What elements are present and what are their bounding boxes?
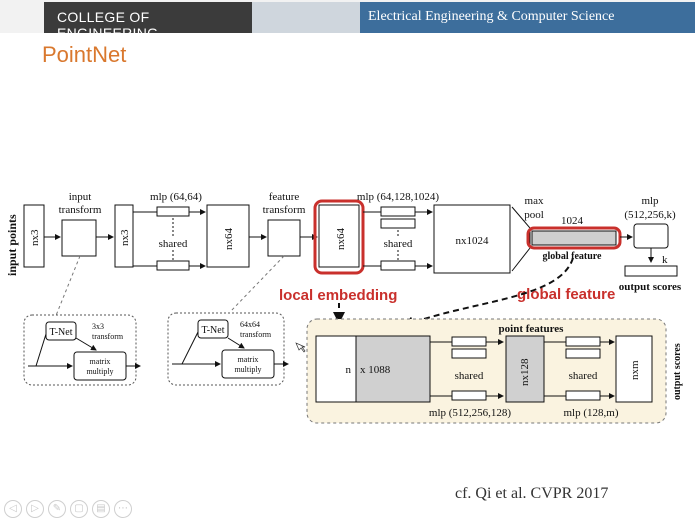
citation: cf. Qi et al. CVPR 2017 bbox=[455, 485, 609, 502]
svg-text:T-Net: T-Net bbox=[50, 327, 73, 338]
svg-text:shared: shared bbox=[569, 370, 598, 382]
department-name: Electrical Engineering & Computer Scienc… bbox=[368, 9, 615, 24]
next-slide-icon[interactable]: ▷ bbox=[26, 500, 44, 518]
svg-text:nx128: nx128 bbox=[519, 358, 531, 386]
svg-text:feature: feature bbox=[269, 191, 300, 203]
svg-text:point features: point features bbox=[499, 323, 565, 335]
svg-text:transform: transform bbox=[59, 204, 102, 216]
svg-text:mlp (64,64): mlp (64,64) bbox=[150, 191, 202, 203]
svg-text:transform: transform bbox=[92, 332, 124, 341]
cursor-icon bbox=[295, 342, 306, 353]
nx3-transformed-box bbox=[114, 204, 134, 268]
svg-text:matrix: matrix bbox=[238, 355, 259, 364]
svg-text:output scores: output scores bbox=[672, 343, 683, 400]
nx3-box bbox=[23, 204, 45, 268]
svg-text:transform: transform bbox=[240, 330, 272, 339]
svg-text:multiply: multiply bbox=[234, 365, 261, 374]
svg-text:nx1024: nx1024 bbox=[456, 235, 490, 247]
local-embedding-highlight bbox=[313, 199, 365, 275]
nx1024-box bbox=[433, 204, 511, 274]
svg-text:shared: shared bbox=[455, 370, 484, 382]
svg-text:(512,256,k): (512,256,k) bbox=[624, 209, 676, 221]
svg-text:nx3: nx3 bbox=[29, 229, 41, 246]
svg-text:1024: 1024 bbox=[561, 215, 584, 227]
svg-text:T-Net: T-Net bbox=[202, 325, 225, 336]
svg-text:mlp (512,256,128): mlp (512,256,128) bbox=[429, 407, 512, 419]
svg-text:global feature: global feature bbox=[543, 251, 603, 262]
svg-text:max: max bbox=[525, 195, 544, 207]
svg-text:shared: shared bbox=[159, 238, 188, 250]
classification-mlp-box bbox=[633, 223, 669, 249]
slide-header: COLLEGE OF ENGINEERING Electrical Engine… bbox=[0, 0, 695, 41]
zoom-icon[interactable]: ▢ bbox=[70, 500, 88, 518]
input-points-label: input points bbox=[5, 214, 19, 276]
feature-transform-box bbox=[267, 219, 301, 257]
svg-text:multiply: multiply bbox=[86, 367, 113, 376]
svg-text:mlp: mlp bbox=[641, 195, 659, 207]
svg-text:shared: shared bbox=[384, 238, 413, 250]
global-part-box bbox=[355, 335, 431, 403]
slides-icon[interactable]: ▤ bbox=[92, 500, 110, 518]
pen-icon[interactable]: ✎ bbox=[48, 500, 66, 518]
svg-text:k: k bbox=[662, 254, 668, 266]
svg-text:nx64: nx64 bbox=[335, 228, 347, 251]
svg-text:matrix: matrix bbox=[90, 357, 111, 366]
svg-text:mlp (128,m): mlp (128,m) bbox=[564, 407, 619, 419]
nx128-box bbox=[505, 335, 545, 403]
college-banner: COLLEGE OF ENGINEERING bbox=[44, 2, 252, 41]
svg-text:64x64: 64x64 bbox=[240, 320, 260, 329]
svg-text:pool: pool bbox=[524, 209, 544, 221]
output-scores-bar bbox=[624, 265, 678, 277]
svg-text:nxm: nxm bbox=[629, 360, 641, 380]
svg-text:3x3: 3x3 bbox=[92, 322, 104, 331]
pointnet-diagram: input points nx3 input transform nx3 mlp… bbox=[5, 191, 683, 424]
svg-text:input: input bbox=[69, 191, 92, 203]
svg-text:x 1088: x 1088 bbox=[360, 364, 391, 376]
global-feature-vector bbox=[531, 230, 617, 246]
svg-text:nx64: nx64 bbox=[223, 228, 235, 251]
input-transform-box bbox=[61, 219, 97, 257]
svg-text:n: n bbox=[346, 364, 352, 376]
svg-text:transform: transform bbox=[263, 204, 306, 216]
nxm-box bbox=[615, 335, 653, 403]
more-options-icon[interactable]: ⋯ bbox=[114, 500, 132, 518]
slide-title: PointNet bbox=[42, 42, 127, 67]
svg-text:mlp (64,128,1024): mlp (64,128,1024) bbox=[357, 191, 440, 203]
department-banner: Electrical Engineering & Computer Scienc… bbox=[360, 2, 695, 33]
nx64-local-box bbox=[318, 204, 360, 268]
global-feature-highlight bbox=[526, 226, 622, 250]
global-feature-label: global feature bbox=[517, 286, 615, 303]
local-embedding-label: local embedding bbox=[279, 287, 397, 304]
local-part-box bbox=[315, 335, 357, 403]
nx64-box bbox=[206, 204, 250, 268]
svg-text:output scores: output scores bbox=[619, 281, 682, 293]
previous-slide-icon[interactable]: ◁ bbox=[4, 500, 22, 518]
college-name: COLLEGE OF ENGINEERING bbox=[57, 9, 159, 41]
svg-text:nx3: nx3 bbox=[119, 229, 131, 246]
